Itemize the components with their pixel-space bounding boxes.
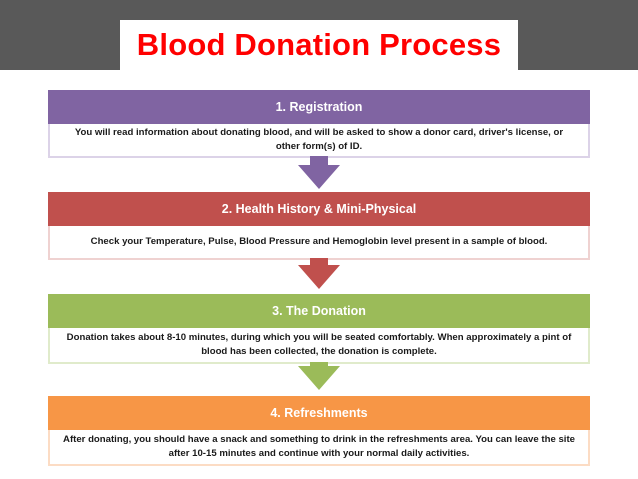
arrow-stem bbox=[310, 258, 328, 266]
step-description: Donation takes about 8-10 minutes, durin… bbox=[50, 328, 588, 362]
step-health-history: 2. Health History & Mini-Physical Check … bbox=[48, 192, 590, 260]
down-arrow-icon bbox=[298, 366, 340, 390]
step-heading: 2. Health History & Mini-Physical bbox=[48, 192, 590, 226]
step-description: Check your Temperature, Pulse, Blood Pre… bbox=[50, 226, 588, 258]
step-donation: 3. The Donation Donation takes about 8-1… bbox=[48, 294, 590, 364]
step-heading: 4. Refreshments bbox=[48, 396, 590, 430]
step-heading: 1. Registration bbox=[48, 90, 590, 124]
step-refreshments: 4. Refreshments After donating, you shou… bbox=[48, 396, 590, 466]
down-arrow-icon bbox=[298, 265, 340, 289]
page-title: Blood Donation Process bbox=[136, 27, 502, 62]
arrow-stem bbox=[310, 156, 328, 166]
step-heading: 3. The Donation bbox=[48, 294, 590, 328]
step-description: You will read information about donating… bbox=[50, 124, 588, 156]
step-description: After donating, you should have a snack … bbox=[50, 430, 588, 464]
step-registration: 1. Registration You will read informatio… bbox=[48, 90, 590, 158]
down-arrow-icon bbox=[298, 165, 340, 189]
arrow-stem bbox=[310, 362, 328, 368]
title-box: Blood Donation Process bbox=[120, 20, 518, 70]
